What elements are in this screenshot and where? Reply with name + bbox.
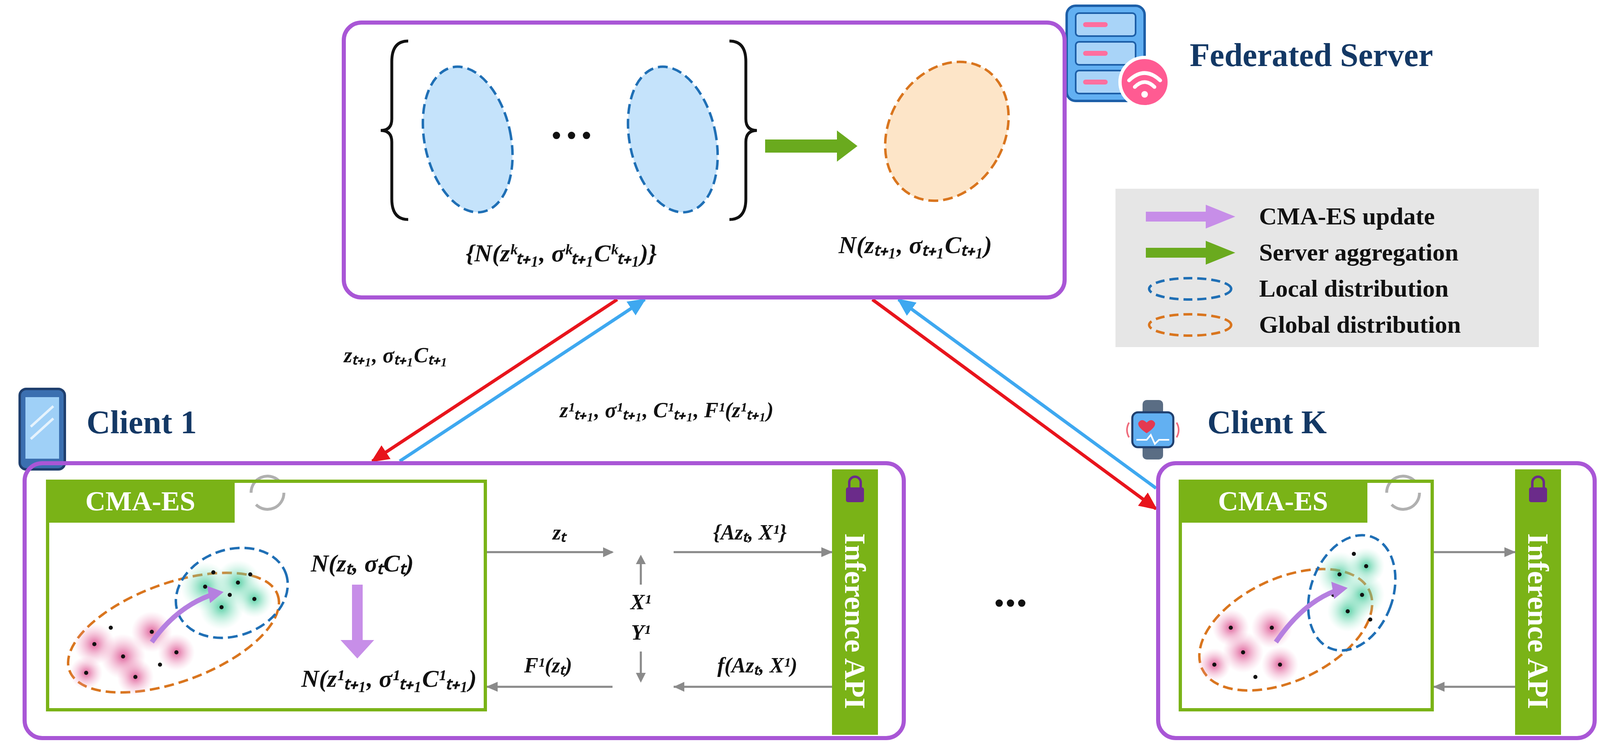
communication-arrow [872, 299, 1157, 509]
api-label: Inference API [840, 533, 870, 710]
legend-text: CMA-ES update [1259, 202, 1435, 231]
legend-arrow [1144, 238, 1239, 268]
legend-entry: Server aggregation [1115, 236, 1539, 270]
legend-ellipse [1144, 310, 1239, 340]
sample-cloud [1180, 523, 1411, 716]
signal-label: {Azₜ, X¹} [710, 520, 789, 545]
global-distribution [860, 39, 1034, 224]
edge-label: z¹ₜ₊₁, σ¹ₜ₊₁, C¹ₜ₊₁, F¹(z¹ₜ₊₁) [557, 397, 777, 423]
ellipsis: ... [992, 568, 1030, 614]
cma-es-panel: CMA-ES [1178, 479, 1434, 712]
edge-label: zₜ₊₁, σₜ₊₁Cₜ₊₁ [341, 342, 451, 368]
legend-entry: Local distribution [1115, 272, 1539, 306]
panel-tab: CMA-ES [1178, 479, 1368, 523]
legend-text: Server aggregation [1259, 238, 1459, 267]
edge-label: zₜ [550, 520, 569, 545]
server-box: Federated Server{N(zᵏₜ₊₁, σᵏₜ₊₁Cᵏₜ₊₁)}N(… [341, 20, 1067, 300]
inference-api: Inference API [832, 469, 878, 735]
sample-cloud [52, 532, 301, 717]
legend-text: Global distribution [1259, 310, 1461, 339]
signal-label: X¹ [628, 589, 654, 615]
legend-entry: Global distribution [1115, 308, 1539, 342]
api-bar [832, 469, 1562, 735]
local-distribution [410, 58, 731, 221]
legend-ellipse [1144, 274, 1239, 304]
legend-arrow [1144, 202, 1239, 231]
api-label: Inference API [1523, 533, 1553, 710]
client-box: Client 1CMA-ESN(zₜ, σₜCₜ)N(z¹ₜ₊₁, σ¹ₜ₊₁C… [22, 461, 906, 741]
cma-update-arrow [340, 584, 375, 659]
data-arrow [603, 547, 685, 692]
client-box: Client KCMA-ESInference API [1156, 461, 1597, 741]
legend: CMA-ES updateServer aggregationLocal dis… [1115, 188, 1539, 348]
cma-es-panel: CMA-ES N(zₜ, σₜCₜ) N(z¹ₜ₊₁, σ¹ₜ₊₁C¹ₜ₊₁) [45, 479, 487, 712]
phone-icon [19, 388, 65, 470]
api-call-arrow [486, 550, 832, 554]
api-call-arrow [1433, 685, 1516, 688]
node-heading: Client K [1207, 404, 1327, 441]
aggregation-arrow [765, 130, 858, 162]
edge-label: F¹(zₜ) [521, 653, 575, 678]
communication-arrow [372, 299, 618, 462]
ellipsis: ··· [547, 112, 596, 158]
formula: N(z¹ₜ₊₁, σ¹ₜ₊₁C¹ₜ₊₁) [301, 664, 477, 693]
panel-tab: CMA-ES [45, 479, 235, 523]
formula: N(zₜ₊₁, σₜ₊₁Cₜ₊₁) [838, 230, 992, 260]
formula: N(zₜ, σₜCₜ) [310, 549, 414, 578]
server-icon [1066, 5, 1170, 107]
api-call-arrow [1433, 550, 1516, 554]
node-heading: Federated Server [1189, 36, 1434, 74]
communication-arrow [399, 299, 645, 462]
api-call-arrow [486, 685, 832, 688]
formula: {N(zᵏₜ₊₁, σᵏₜ₊₁Cᵏₜ₊₁)} [465, 239, 657, 268]
legend-text: Local distribution [1259, 274, 1449, 303]
legend-entry: CMA-ES update [1115, 200, 1539, 234]
signal-label: Y¹ [628, 620, 653, 645]
signal-label: f(Azₜ, X¹) [714, 653, 800, 678]
watch-icon [1126, 400, 1179, 460]
node-heading: Client 1 [86, 404, 197, 441]
inference-api: Inference API [1515, 469, 1562, 735]
